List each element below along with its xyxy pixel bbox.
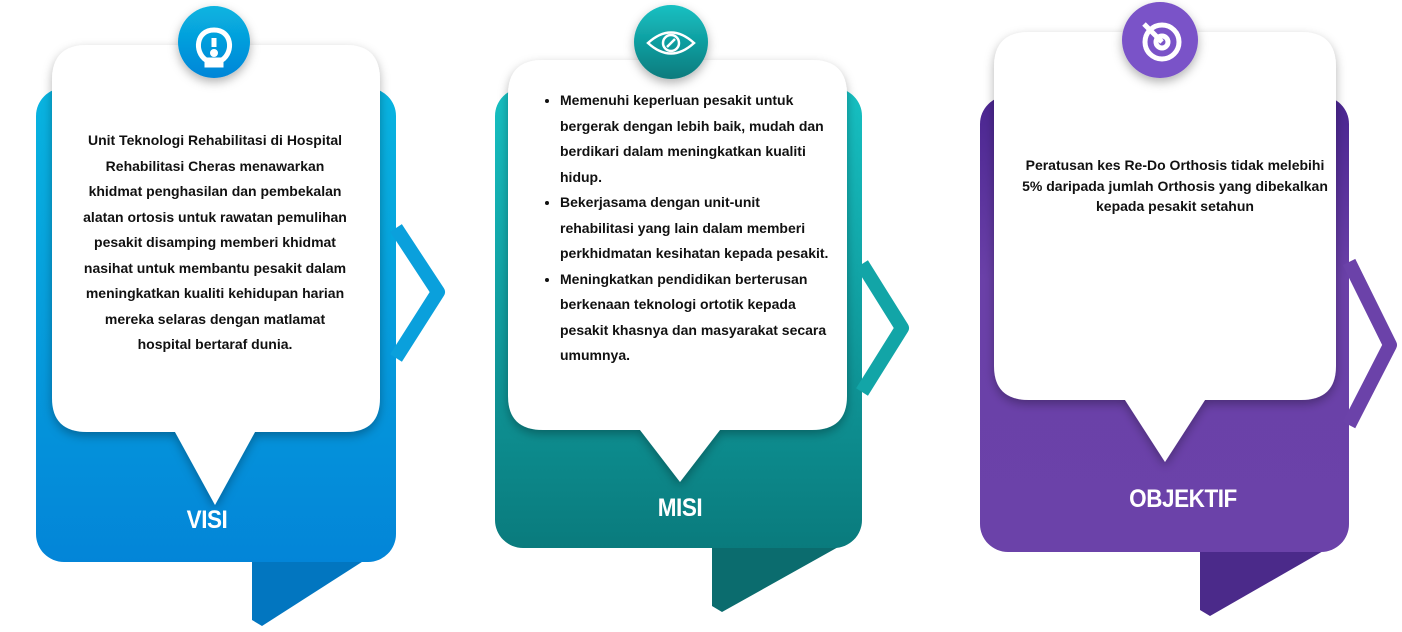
misi-card-shape [495,5,909,612]
lightbulb-icon [196,27,232,68]
misi-title: MISI [657,494,703,522]
target-icon [1142,22,1182,62]
objektif-text: Peratusan kes Re-Do Orthosis tidak meleb… [1022,157,1328,214]
objektif-card-shape [980,2,1397,616]
misi-item: Meningkatkan pendidikan berterusan berke… [560,267,832,369]
misi-item: Bekerjasama dengan unit-unit rehabilitas… [560,190,832,267]
visi-text: Unit Teknologi Rehabilitasi di Hospital … [83,132,347,352]
misi-list: Memenuhi keperluan pesakit untuk bergera… [532,88,832,369]
objektif-title: OBJEKTIF [1129,485,1237,513]
visi-card-shape [36,6,445,626]
misi-item: Memenuhi keperluan pesakit untuk bergera… [560,88,832,190]
eye-icon [646,31,696,55]
visi-title: VISI [186,506,228,534]
